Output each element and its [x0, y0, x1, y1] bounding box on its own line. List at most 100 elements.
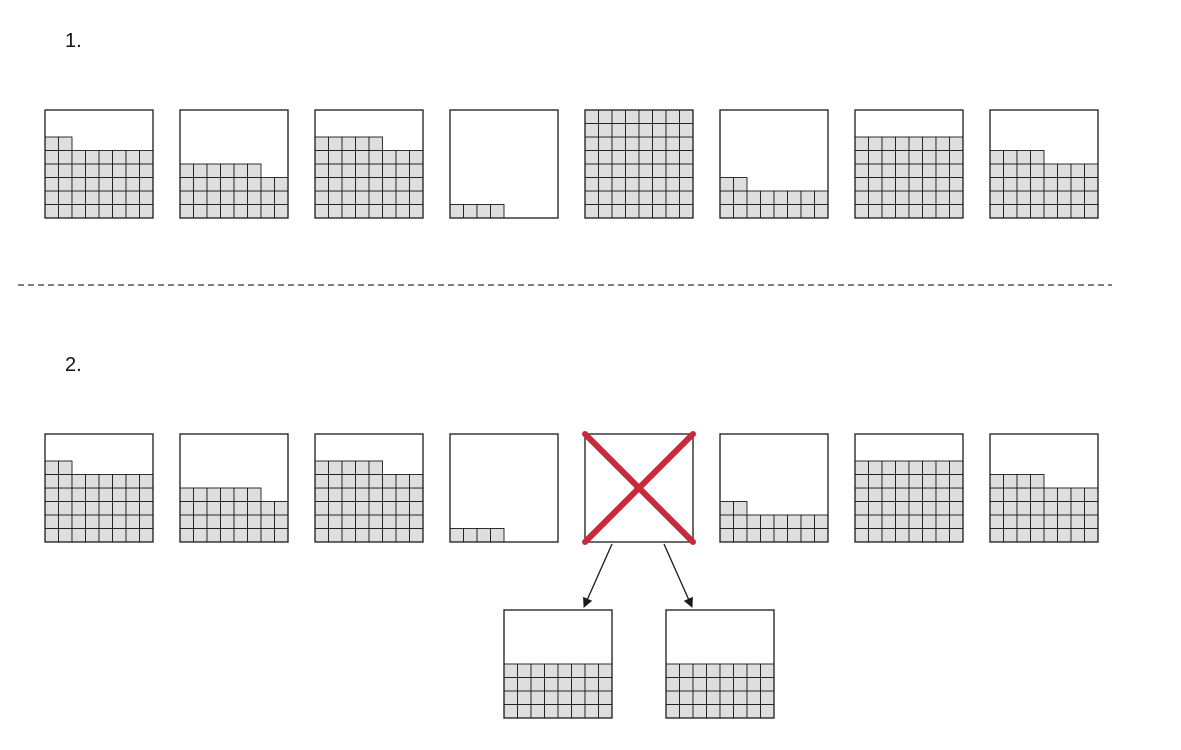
filled-cell	[1043, 487, 1058, 502]
filled-cell	[1057, 501, 1072, 516]
filled-cell	[1016, 150, 1031, 165]
filled-cell	[1043, 501, 1058, 516]
filled-cell	[125, 528, 140, 543]
filled-cell	[1043, 190, 1058, 205]
filled-cell	[922, 190, 937, 205]
filled-cell	[530, 663, 545, 678]
filled-cell	[584, 136, 599, 151]
step-1-label: 1.	[65, 30, 82, 52]
filled-cell	[854, 190, 869, 205]
filled-cell	[395, 474, 410, 489]
filled-cell	[692, 704, 707, 719]
filled-cell	[179, 514, 194, 529]
filled-cell	[476, 528, 491, 543]
filled-cell	[922, 487, 937, 502]
filled-cell	[220, 163, 235, 178]
filled-cell	[773, 190, 788, 205]
filled-cell	[260, 204, 275, 219]
filled-cell	[1030, 177, 1045, 192]
filled-cell	[949, 501, 964, 516]
filled-cell	[679, 123, 694, 138]
filled-cell	[409, 150, 424, 165]
filled-cell	[355, 514, 370, 529]
step-1-container	[854, 109, 964, 219]
filled-cell	[881, 204, 896, 219]
step-2-container	[314, 433, 424, 543]
container-outline	[503, 609, 613, 719]
filled-cell	[206, 204, 221, 219]
filled-cell	[895, 474, 910, 489]
filled-cell	[395, 163, 410, 178]
filled-cell	[733, 204, 748, 219]
filled-cell	[908, 501, 923, 516]
filled-cell	[719, 690, 734, 705]
filled-cell	[233, 163, 248, 178]
filled-cell	[908, 177, 923, 192]
filled-cell	[85, 177, 100, 192]
filled-cell	[868, 177, 883, 192]
filled-cell	[706, 704, 721, 719]
filled-cell	[98, 163, 113, 178]
filled-cell	[368, 177, 383, 192]
filled-cell	[584, 704, 599, 719]
filled-cell	[85, 474, 100, 489]
filled-cell	[760, 677, 775, 692]
filled-cell	[314, 501, 329, 516]
filled-cell	[760, 528, 775, 543]
filled-cell	[625, 150, 640, 165]
filled-cell	[679, 663, 694, 678]
filled-cell	[341, 487, 356, 502]
filled-cell	[409, 501, 424, 516]
filled-cell	[341, 474, 356, 489]
filled-cell	[706, 690, 721, 705]
filled-cell	[328, 460, 343, 475]
filled-cell	[355, 204, 370, 219]
filled-cell	[989, 474, 1004, 489]
filled-cell	[341, 528, 356, 543]
filled-cell	[719, 704, 734, 719]
filled-cell	[1003, 501, 1018, 516]
filled-cell	[922, 150, 937, 165]
filled-cell	[800, 514, 815, 529]
filled-cell	[922, 501, 937, 516]
filled-cell	[395, 177, 410, 192]
filled-cell	[989, 487, 1004, 502]
filled-cell	[598, 704, 613, 719]
filled-cell	[341, 136, 356, 151]
filled-cell	[368, 204, 383, 219]
filled-cell	[44, 177, 59, 192]
filled-cell	[220, 501, 235, 516]
filled-cell	[895, 136, 910, 151]
filled-cell	[638, 150, 653, 165]
filled-cell	[557, 677, 572, 692]
filled-cell	[44, 528, 59, 543]
filled-cell	[733, 190, 748, 205]
filled-cell	[71, 514, 86, 529]
filled-cell	[733, 528, 748, 543]
filled-cell	[139, 177, 154, 192]
filled-cell	[1084, 177, 1099, 192]
filled-cell	[341, 501, 356, 516]
filled-cell	[490, 528, 505, 543]
filled-cell	[314, 150, 329, 165]
filled-cell	[908, 460, 923, 475]
filled-cell	[314, 487, 329, 502]
filled-cell	[1016, 487, 1031, 502]
filled-cell	[1070, 177, 1085, 192]
filled-cell	[949, 514, 964, 529]
filled-cell	[355, 528, 370, 543]
filled-cell	[665, 677, 680, 692]
filled-cell	[773, 528, 788, 543]
filled-cell	[206, 177, 221, 192]
filled-cell	[989, 514, 1004, 529]
filled-cell	[1030, 487, 1045, 502]
filled-cell	[935, 150, 950, 165]
filled-cell	[935, 487, 950, 502]
filled-cell	[1030, 501, 1045, 516]
filled-cell	[463, 204, 478, 219]
filled-cell	[328, 528, 343, 543]
filled-cell	[220, 204, 235, 219]
filled-cell	[85, 163, 100, 178]
filled-cell	[44, 487, 59, 502]
filled-cell	[98, 528, 113, 543]
